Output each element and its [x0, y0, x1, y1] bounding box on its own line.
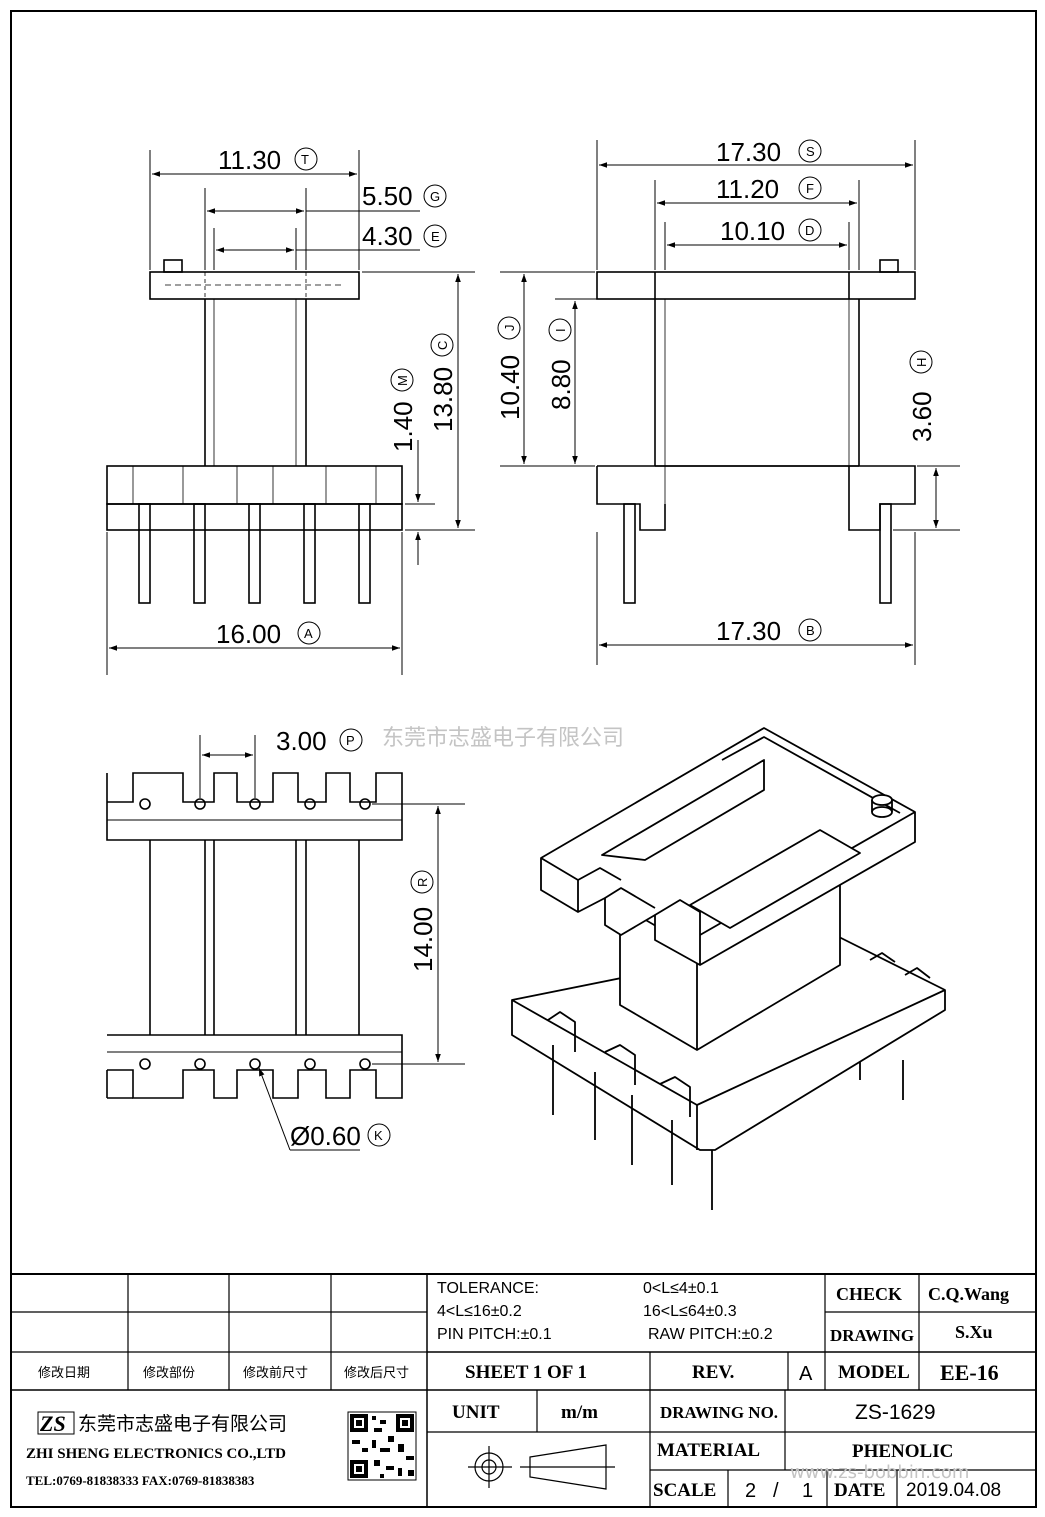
dim-value-b: 17.30 [716, 616, 781, 646]
dim-value-k: Ø0.60 [290, 1121, 361, 1151]
rev-header-after: 修改后尺寸 [344, 1365, 409, 1380]
dim-code-m: M [395, 375, 410, 386]
dim-code-d: D [805, 223, 814, 238]
company-name-en: ZHI SHENG ELECTRONICS CO.,LTD [26, 1446, 286, 1462]
front-view-dimensions [106, 150, 475, 675]
watermark-company: 东莞市志盛电子有限公司 [382, 726, 624, 751]
model-value: EE-16 [940, 1360, 999, 1385]
bottom-view [106, 772, 403, 1099]
dim-value-d: 10.10 [720, 216, 785, 246]
company-logo-icon: ZS [37, 1411, 75, 1436]
rev-label: REV. [692, 1362, 734, 1383]
raw-pitch: RAW PITCH:±0.2 [648, 1326, 773, 1343]
material-value: PHENOLIC [852, 1441, 953, 1462]
material-label: MATERIAL [657, 1440, 760, 1461]
dim-value-i: 8.80 [546, 359, 576, 410]
dim-value-s: 17.30 [716, 137, 781, 167]
model-label: MODEL [838, 1362, 910, 1383]
dim-code-c: C [435, 341, 450, 350]
title-block-grid [10, 1273, 1037, 1508]
dim-code-r: R [415, 878, 430, 887]
unit-value: m/m [561, 1402, 598, 1423]
dim-value-e: 4.30 [362, 221, 413, 251]
scale-label: SCALE [653, 1480, 716, 1501]
rev-header-part: 修改部份 [143, 1365, 195, 1380]
drawing-no-label: DRAWING NO. [660, 1403, 778, 1422]
projection-symbol-icon [468, 1444, 615, 1490]
dim-value-m: 1.40 [388, 401, 418, 452]
dim-value-c: 13.80 [428, 367, 458, 432]
dim-value-h: 3.60 [907, 391, 937, 442]
date-label: DATE [834, 1480, 885, 1501]
dim-code-k: K [374, 1128, 383, 1143]
pin-pitch: PIN PITCH:±0.1 [437, 1326, 552, 1343]
dim-code-a: A [304, 626, 313, 641]
dim-code-g: G [430, 189, 440, 204]
check-value: C.Q.Wang [928, 1284, 1009, 1304]
tolerance-2: 4<L≤16±0.2 [437, 1303, 522, 1320]
company-logo-text: ZS [39, 1411, 66, 1436]
dim-code-s: S [806, 144, 815, 159]
drawing-label: DRAWING [830, 1326, 914, 1345]
title-block-text: 修改日期 修改部份 修改前尺寸 修改后尺寸 TOLERANCE: 0<L≤4±0… [26, 1280, 1009, 1502]
dim-value-a: 16.00 [216, 619, 281, 649]
check-label: CHECK [836, 1284, 902, 1304]
dim-code-t: T [301, 152, 309, 167]
scale-a: 2 [745, 1480, 756, 1502]
date-value: 2019.04.08 [906, 1480, 1001, 1501]
sheet-label: SHEET 1 OF 1 [465, 1362, 587, 1383]
side-view [596, 259, 916, 604]
drawing-value: S.Xu [955, 1322, 993, 1342]
rev-header-before: 修改前尺寸 [243, 1365, 308, 1380]
company-tel: TEL:0769-81838333 FAX:0769-81838383 [26, 1473, 255, 1488]
dim-code-f: F [806, 181, 814, 196]
dim-value-g: 5.50 [362, 181, 413, 211]
drawing-no-value: ZS-1629 [855, 1401, 936, 1424]
isometric-view [511, 727, 946, 1210]
rev-header-date: 修改日期 [38, 1365, 90, 1380]
tolerance-label: TOLERANCE: [437, 1280, 539, 1297]
tolerance-1: 0<L≤4±0.1 [643, 1280, 719, 1297]
qr-code-icon [347, 1411, 417, 1481]
dim-value-r: 14.00 [408, 907, 438, 972]
company-name-cn: 东莞市志盛电子有限公司 [78, 1413, 287, 1435]
unit-label: UNIT [452, 1402, 500, 1423]
dim-value-p: 3.00 [276, 726, 327, 756]
side-view-dimensions [500, 140, 960, 665]
dim-code-b: B [806, 623, 815, 638]
dim-value-j: 10.40 [495, 355, 525, 420]
dim-code-h: H [914, 358, 929, 367]
scale-b: 1 [802, 1480, 813, 1502]
bottom-view-dimensions [199, 735, 465, 1151]
scale-sep: / [773, 1480, 779, 1502]
dimension-labels: 11.30 T 5.50 G 4.30 E 13.80 C 1.40 M 16.… [216, 137, 937, 1151]
dim-code-j: J [502, 325, 517, 332]
front-view [106, 259, 403, 604]
rev-value: A [799, 1363, 813, 1385]
dim-code-i: I [553, 328, 568, 332]
dim-code-e: E [431, 229, 440, 244]
dim-code-p: P [346, 733, 355, 748]
dim-value-t: 11.30 [218, 145, 281, 175]
tolerance-3: 16<L≤64±0.3 [643, 1303, 737, 1320]
dim-value-f: 11.20 [716, 174, 779, 204]
watermark-url: www.zs-bobbin.com [790, 1462, 969, 1483]
